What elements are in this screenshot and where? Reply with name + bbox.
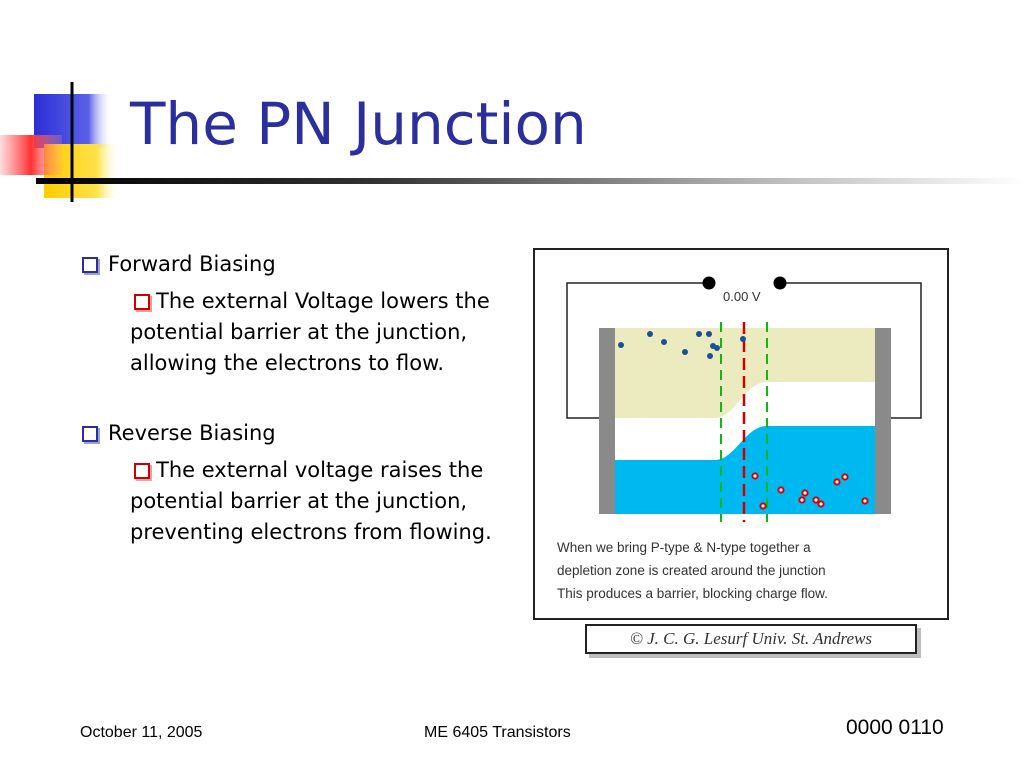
sub-bullet-reverse: The external voltage raises the potentia…	[78, 455, 498, 548]
pn-junction-diagram: 0.00 V	[533, 248, 949, 620]
slide-title: The PN Junction	[130, 90, 587, 158]
sub-bullet-forward: The external Voltage lowers the potentia…	[78, 286, 498, 379]
holes	[751, 472, 869, 510]
checkbox-bullet-icon	[134, 294, 150, 310]
image-credit: © J. C. G. Lesurf Univ. St. Andrews	[585, 624, 917, 654]
slide-number: 0000 0110	[846, 716, 944, 739]
bullet-reverse-biasing: Reverse Biasing	[78, 419, 498, 447]
right-contact	[875, 328, 891, 514]
left-contact	[599, 328, 615, 514]
terminal-right-icon	[773, 276, 787, 290]
terminal-left-icon	[702, 276, 716, 290]
diagram-caption-line-1: When we bring P-type & N-type together a	[557, 540, 811, 555]
title-rule	[36, 178, 1024, 184]
voltage-label: 0.00 V	[723, 289, 761, 304]
p-region-band	[615, 328, 875, 418]
footer-date: October 11, 2005	[80, 724, 203, 741]
checkbox-bullet-icon	[82, 426, 98, 442]
bullet-list: Forward Biasing The external Voltage low…	[78, 250, 498, 588]
checkbox-bullet-icon	[82, 257, 98, 273]
bullet-label: Forward Biasing	[108, 252, 276, 276]
bullet-forward-biasing: Forward Biasing	[78, 250, 498, 278]
bullet-label: Reverse Biasing	[108, 421, 276, 445]
diagram-caption-line-3: This produces a barrier, blocking charge…	[557, 586, 828, 601]
sub-bullet-text: The external voltage raises the potentia…	[130, 458, 492, 544]
diagram-caption-line-2: depletion zone is created around the jun…	[557, 563, 826, 578]
checkbox-bullet-icon	[134, 463, 150, 479]
title-decoration	[0, 82, 120, 202]
sub-bullet-text: The external Voltage lowers the potentia…	[130, 289, 490, 375]
circuit-wire-right	[780, 282, 922, 419]
junction-illustration: 0.00 V	[566, 276, 922, 522]
electrons	[618, 331, 746, 359]
footer-course: ME 6405 Transistors	[424, 724, 571, 741]
circuit-wire-left	[566, 282, 709, 419]
